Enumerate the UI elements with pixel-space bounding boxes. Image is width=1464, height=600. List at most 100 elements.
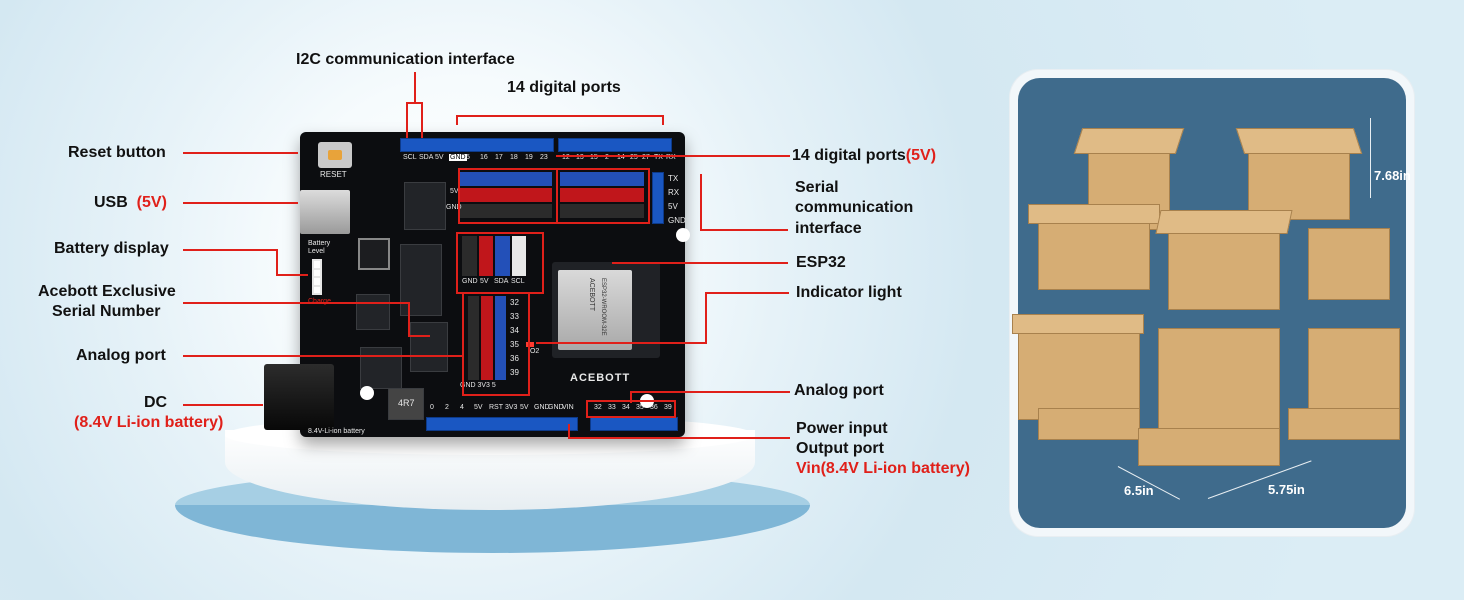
dc-caption: 8.4V-Li-ion battery xyxy=(308,428,365,435)
battery-level-label-2: Level xyxy=(308,248,325,255)
bottom-pin-label: 3V3 xyxy=(505,404,518,411)
usb-chip xyxy=(400,244,442,316)
leader-battery-h xyxy=(276,274,308,276)
wooden-roof xyxy=(1073,128,1185,154)
highlight-digital-left xyxy=(458,168,558,224)
label-analog-left: Analog port xyxy=(76,347,166,364)
leader-i2c-up xyxy=(414,72,416,102)
analog-pin-label: 33 xyxy=(510,312,519,321)
leader-indicator-h xyxy=(705,292,789,294)
serial-pin-5v: 5V xyxy=(668,202,678,211)
depth-dim-label: 5.75in xyxy=(1268,482,1305,497)
pin-label: 18 xyxy=(510,154,518,161)
label-reset-button: Reset button xyxy=(68,144,166,161)
battery-leds xyxy=(312,259,322,295)
leader-reset xyxy=(183,152,298,154)
label-serial-1: Serial xyxy=(795,179,839,196)
pin-label: 14 xyxy=(617,154,625,161)
mounting-hole xyxy=(360,386,374,400)
power-switch xyxy=(358,238,390,270)
wooden-house xyxy=(1018,328,1140,420)
i2c-pin-5v: 5V xyxy=(480,278,489,285)
leader-serial-number-v xyxy=(408,302,410,336)
bottom-pin-label: 4 xyxy=(460,404,464,411)
serial-pin-gnd: GND xyxy=(668,216,686,225)
height-dim-label: 7.68in xyxy=(1374,168,1411,183)
product-photo: 7.68in 6.5in 5.75in xyxy=(1012,78,1411,528)
serial-pin-rx: RX xyxy=(668,188,680,197)
analog-pin-block xyxy=(468,296,506,380)
leader-serial-v xyxy=(700,174,702,230)
bottom-pin-label: 33 xyxy=(608,404,616,411)
product-photo-card: 7.68in 6.5in 5.75in xyxy=(1010,70,1414,536)
highlight-analog xyxy=(462,292,530,396)
io2-label: IO2 xyxy=(528,348,540,355)
label-battery-display: Battery display xyxy=(54,240,169,257)
label-serial-3: interface xyxy=(795,220,862,237)
bottom-pin-label: 2 xyxy=(445,404,449,411)
analog-pin-label: 34 xyxy=(510,326,519,335)
charge-label: Charge xyxy=(308,298,331,305)
leader-analog-left xyxy=(183,355,463,357)
bottom-pin-label: 35 xyxy=(636,404,644,411)
label-power-input: Power input xyxy=(796,420,888,437)
analog-footer: GND 3V3 5 xyxy=(460,382,496,389)
bottom-pin-label: VIN xyxy=(562,404,574,411)
leader-serial-h xyxy=(700,229,788,231)
power-chip xyxy=(360,347,402,389)
bottom-pin-label: GND xyxy=(534,404,550,411)
mounting-hole xyxy=(676,228,690,242)
digital-pin-block-left xyxy=(460,172,552,218)
leader-i2c-h xyxy=(406,102,422,104)
side-label-gnd: GND xyxy=(446,204,462,211)
pin-label: 13 xyxy=(576,154,584,161)
leader-indicator-b xyxy=(536,342,706,344)
mosfet xyxy=(410,322,448,372)
reset-button[interactable] xyxy=(318,142,352,168)
wooden-house xyxy=(1168,228,1280,310)
pin-label-gnd: GND xyxy=(449,154,467,161)
leader-power-v xyxy=(568,424,570,438)
pin-label: RX xyxy=(666,154,676,161)
pin-label: 25 xyxy=(630,154,638,161)
top-header-right xyxy=(558,138,672,152)
leader-i2c-v2 xyxy=(421,102,423,138)
bottom-pin-label: 5V xyxy=(474,404,483,411)
bottom-pin-label: 34 xyxy=(622,404,630,411)
bottom-pin-label: 36 xyxy=(650,404,658,411)
serial-header xyxy=(652,172,664,224)
pin-label: 5 xyxy=(466,154,470,161)
leader-analog-right xyxy=(630,391,790,393)
pin-label: 2 xyxy=(605,154,609,161)
bottom-pin-label: 32 xyxy=(594,404,602,411)
wooden-house xyxy=(1308,228,1390,300)
leader-esp32 xyxy=(612,262,788,264)
label-serial-number-1: Acebott Exclusive xyxy=(38,283,176,300)
analog-pin-label: 39 xyxy=(510,368,519,377)
leader-serial-number xyxy=(183,302,409,304)
ic-chip xyxy=(404,182,446,230)
pin-label: 16 xyxy=(480,154,488,161)
top-header-left xyxy=(400,138,554,152)
wooden-house xyxy=(1038,218,1150,290)
bottom-header-left xyxy=(426,417,578,431)
height-dim-line xyxy=(1370,118,1371,198)
label-serial-2: communication xyxy=(795,199,914,216)
indicator-led xyxy=(526,342,534,347)
reset-silk: RESET xyxy=(320,170,347,179)
label-usb: USB (5V) xyxy=(94,194,167,211)
side-label-5v: 5V xyxy=(450,188,459,195)
esp32-board: SCL SDA 5V GND 5 16 17 18 19 23 12 13 15… xyxy=(264,132,690,437)
pin-label: 15 xyxy=(590,154,598,161)
serial-pin-tx: TX xyxy=(668,174,679,183)
leader-digital-top-l xyxy=(456,115,458,125)
leader-digital-right xyxy=(556,155,790,157)
bottom-pin-label: 0 xyxy=(430,404,434,411)
inductor-label: 4R7 xyxy=(398,398,415,408)
analog-pin-label: 36 xyxy=(510,354,519,363)
leader-analog-right-v xyxy=(630,391,632,403)
i2c-pin-scl: SCL xyxy=(511,278,525,285)
leader-power xyxy=(568,437,790,439)
wooden-roof xyxy=(1028,204,1160,224)
label-output-port: Output port xyxy=(796,440,884,457)
